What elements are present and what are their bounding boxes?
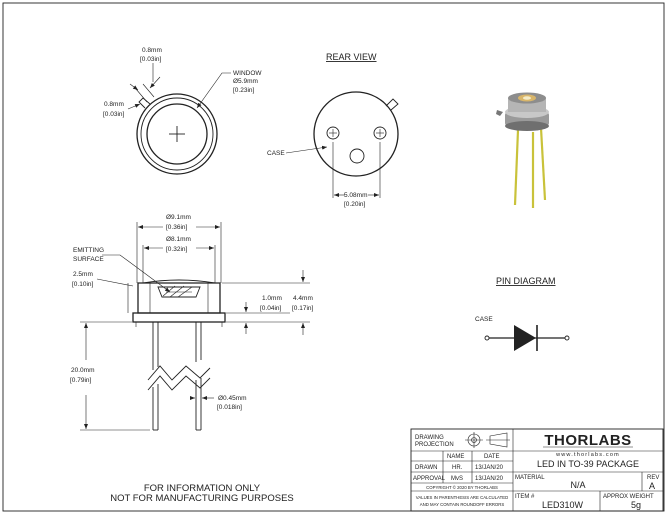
led-3d-render [496, 92, 549, 208]
projection-label-2: PROJECTION [415, 442, 454, 448]
front-outer-circle [136, 93, 218, 175]
notice-line-2: NOT FOR MANUFACTURING PURPOSES [110, 493, 294, 504]
side-flange [132, 312, 226, 323]
copyright: COPYRIGHT © 2020 BY THORLABS [426, 485, 498, 490]
side-h1-in: [0.10in] [72, 281, 94, 288]
side-lead-dia-mm: Ø0.45mm [218, 395, 247, 402]
window-dim-in: [0.23in] [233, 87, 255, 94]
drawn-name: HR. [452, 465, 463, 471]
rear-case-label: CASE [267, 150, 285, 157]
rear-pin-right [373, 126, 387, 140]
projection-label-1: DRAWING [415, 435, 444, 441]
disclaimer-2: AND MAY CONTAIN ROUNDOFF ERRORS [420, 502, 505, 507]
front-dim-left-in: [0.03in] [103, 111, 125, 118]
weight-label: APPROX WEIGHT [603, 494, 654, 500]
projection-symbol-icon [465, 432, 510, 448]
diode-triangle [514, 325, 536, 351]
pin-diagram: PIN DIAGRAM CASE [475, 276, 570, 351]
side-flange-mm: 1.0mm [262, 295, 282, 302]
front-dim-top-mm: 0.8mm [142, 47, 162, 54]
rear-tab [385, 98, 399, 111]
material-label: MATERIAL [515, 475, 545, 481]
rear-case-pin [349, 148, 365, 164]
rear-circle [313, 91, 399, 177]
pin-diagram-title: PIN DIAGRAM [496, 276, 556, 286]
side-h2-mm: 4.4mm [293, 295, 313, 302]
drawn-label: DRAWN [415, 465, 437, 471]
drawn-date: 13/JAN/20 [475, 465, 504, 471]
emitting-label-2: SURFACE [73, 256, 104, 263]
emitting-label-1: EMITTING [73, 247, 104, 254]
rev-value: A [649, 481, 655, 491]
side-h2-in: [0.17in] [292, 305, 314, 312]
side-h1-mm: 2.5mm [73, 271, 93, 278]
front-window-circle [146, 103, 208, 165]
rear-pin-spacing-in: [0.20in] [344, 201, 366, 208]
rev-label: REV [647, 475, 659, 481]
front-dim-left-mm: 0.8mm [104, 101, 124, 108]
approval-date: 13/JAN/20 [475, 476, 504, 482]
side-d1-in: [0.36in] [166, 224, 188, 231]
item-value: LED310W [542, 500, 584, 510]
side-d2-in: [0.32in] [166, 246, 188, 253]
thorlabs-url: www.thorlabs.com [555, 452, 620, 458]
side-d1-mm: Ø9.1mm [166, 214, 191, 221]
pin-case-label: CASE [475, 316, 493, 323]
thorlabs-logo: THORLABS [544, 432, 631, 449]
item-label: ITEM # [515, 494, 535, 500]
pin-terminal-left [484, 335, 490, 341]
weight-value: 5g [631, 500, 641, 510]
rear-view-title: REAR VIEW [326, 52, 377, 62]
material-value: N/A [570, 480, 585, 490]
part-description: LED IN TO-39 PACKAGE [537, 459, 639, 469]
rear-pin-left [326, 126, 340, 140]
window-dim-mm: Ø5.9mm [233, 78, 258, 85]
side-view: Ø9.1mm [0.36in] Ø8.1mm [0.32in] EMITTIN [70, 214, 314, 431]
notice-line-1: FOR INFORMATION ONLY [144, 483, 261, 494]
front-view: 0.8mm [0.03in] 0.8mm [0.03in] WINDOW Ø5.… [103, 47, 262, 175]
side-lead-len-in: [0.79in] [70, 377, 92, 384]
approval-name: MvS [451, 476, 463, 482]
side-window [157, 286, 201, 298]
side-lead-dia-in: [0.018in] [217, 404, 242, 411]
rear-pin-spacing-mm: 5.08mm [344, 192, 367, 199]
col-name: NAME [447, 454, 464, 460]
pin-terminal-right [564, 335, 570, 341]
col-date: DATE [484, 454, 500, 460]
side-flange-in: [0.04in] [260, 305, 282, 312]
rear-view: REAR VIEW CASE 5.08mm [0.20in] [267, 52, 399, 208]
side-d2-mm: Ø8.1mm [166, 236, 191, 243]
approval-label: APPROVAL [413, 476, 446, 482]
title-block: DRAWING PROJECTION THORLABS www.thorlabs… [410, 428, 664, 512]
disclaimer-1: VALUES IN PARENTHESIS ARE CALCULATED [416, 495, 508, 500]
front-inner-circle [140, 97, 214, 171]
front-dim-top-in: [0.03in] [140, 56, 162, 63]
side-lead-len-mm: 20.0mm [71, 367, 94, 374]
window-label: WINDOW [233, 70, 262, 77]
